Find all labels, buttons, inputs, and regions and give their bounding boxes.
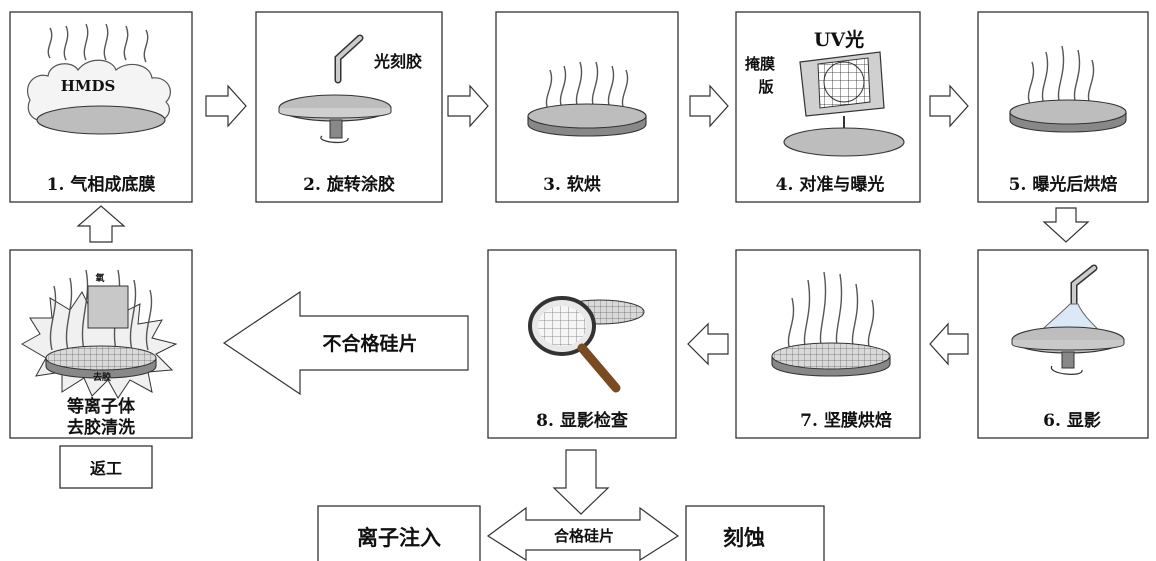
pass-arrow: 合格硅片 bbox=[486, 506, 680, 561]
arrow-6-to-7 bbox=[929, 322, 969, 366]
step-2-label: 2. 旋转涂胶 bbox=[303, 174, 395, 195]
step-6-box: 6. 显影 bbox=[977, 249, 1149, 439]
step-8-box: 8. 显影检查 bbox=[487, 249, 677, 439]
arrow-7-to-8 bbox=[687, 322, 729, 366]
arrow-rework-to-step-1 bbox=[76, 205, 126, 243]
step-7-box: 7. 坚膜烘焙 bbox=[735, 249, 921, 439]
oxygen-label: 氧 bbox=[94, 272, 104, 284]
step-3-label: 3. 软烘 bbox=[543, 174, 601, 195]
step-5-box: 5. 曝光后烘焙 bbox=[977, 11, 1149, 203]
step-5-label: 5. 曝光后烘焙 bbox=[1009, 174, 1118, 195]
reject-arrow: 不合格硅片 bbox=[222, 290, 469, 396]
mask-label: 掩膜 bbox=[745, 55, 775, 73]
arrow-1-to-2 bbox=[205, 84, 247, 128]
photoresist-label: 光刻胶 bbox=[373, 52, 422, 71]
rework-tag-label: 返工 bbox=[90, 459, 122, 478]
step-7-label: 7. 坚膜烘焙 bbox=[800, 410, 892, 431]
step-4-box: UV光 掩膜 版 4. 对准与曝光 bbox=[735, 11, 921, 203]
pass-arrow-label: 合格硅片 bbox=[553, 527, 614, 545]
step-6-label: 6. 显影 bbox=[1043, 411, 1101, 431]
strip-label: 去胶 bbox=[93, 371, 111, 383]
hmds-label: HMDS bbox=[61, 77, 116, 95]
outcome-right-label: 刻蚀 bbox=[723, 525, 765, 550]
outcome-etch: 刻蚀 bbox=[685, 505, 825, 561]
mask-label-2: 版 bbox=[758, 78, 773, 96]
outcome-ion-implant: 离子注入 bbox=[317, 505, 481, 561]
rework-label-line1: 等离子体 bbox=[67, 396, 136, 417]
arrow-step-8-down bbox=[552, 449, 610, 515]
step-8-label: 8. 显影检查 bbox=[536, 410, 629, 431]
step-1-box: HMDS 1. 气相成底膜 bbox=[9, 11, 193, 203]
arrow-3-to-4 bbox=[689, 84, 729, 128]
rework-box: 氧 去胶 等离子体 去胶清洗 bbox=[9, 249, 193, 439]
step-3-box: 3. 软烘 bbox=[495, 11, 679, 203]
rework-tag: 返工 bbox=[59, 445, 153, 489]
step-4-label: 4. 对准与曝光 bbox=[776, 174, 885, 195]
reject-arrow-label: 不合格硅片 bbox=[322, 332, 417, 355]
arrow-5-to-6 bbox=[1042, 207, 1090, 243]
uv-light-label: UV光 bbox=[814, 28, 864, 51]
step-1-label: 1. 气相成底膜 bbox=[47, 174, 156, 195]
arrow-4-to-5 bbox=[929, 84, 969, 128]
arrow-2-to-3 bbox=[447, 84, 489, 128]
outcome-left-label: 离子注入 bbox=[357, 525, 441, 550]
step-2-box: 光刻胶 2. 旋转涂胶 bbox=[255, 11, 443, 203]
rework-label-line2: 去胶清洗 bbox=[67, 417, 135, 438]
